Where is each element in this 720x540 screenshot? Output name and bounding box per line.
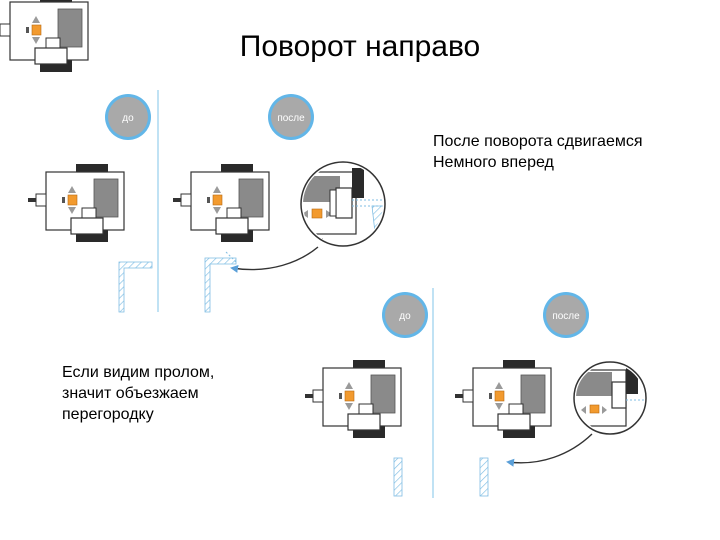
note-bypass-wall: Если видим пролом, значит объезжаем пере…	[62, 362, 214, 425]
side-button	[26, 27, 29, 33]
badge-before-2	[385, 295, 425, 335]
badge-before	[108, 97, 148, 137]
robot-after-2	[454, 359, 552, 439]
wall-segment-before	[393, 457, 403, 497]
motor	[57, 8, 83, 48]
page-title: Поворот направо	[239, 30, 481, 63]
badge-after-2	[546, 295, 586, 335]
down-arrow-icon	[32, 37, 40, 44]
note-line: Если видим пролом,	[62, 364, 215, 381]
sensor-button	[31, 24, 42, 36]
wall-after	[204, 257, 237, 313]
zoom-view-bottom	[573, 361, 647, 435]
wall-before	[118, 261, 153, 313]
zoom-arrow-top	[230, 246, 319, 273]
ultrasonic-sensor	[34, 47, 68, 65]
robot	[0, 0, 89, 72]
note-move-forward: После поворота сдвигаемся Немного вперед	[433, 131, 643, 173]
back-cap	[0, 23, 11, 37]
wall-segment-after	[479, 457, 489, 497]
zoom-view-top	[300, 161, 386, 247]
badge-before-label: до	[122, 113, 134, 124]
zoom-arrow-bottom	[506, 433, 593, 467]
robot-before	[27, 163, 125, 243]
note-line: После поворота сдвигаемся	[433, 133, 643, 150]
note-line: Немного вперед	[433, 154, 554, 171]
up-arrow-icon	[32, 16, 40, 23]
badge-after-label: после	[277, 113, 305, 124]
robot-before-2	[304, 359, 402, 439]
robot-after	[172, 163, 270, 243]
note-line: значит объезжаем	[62, 385, 199, 402]
badge-after	[271, 97, 311, 137]
badge-before-label-2: до	[399, 311, 411, 322]
note-line: перегородку	[62, 406, 154, 423]
badge-after-label-2: после	[552, 311, 580, 322]
